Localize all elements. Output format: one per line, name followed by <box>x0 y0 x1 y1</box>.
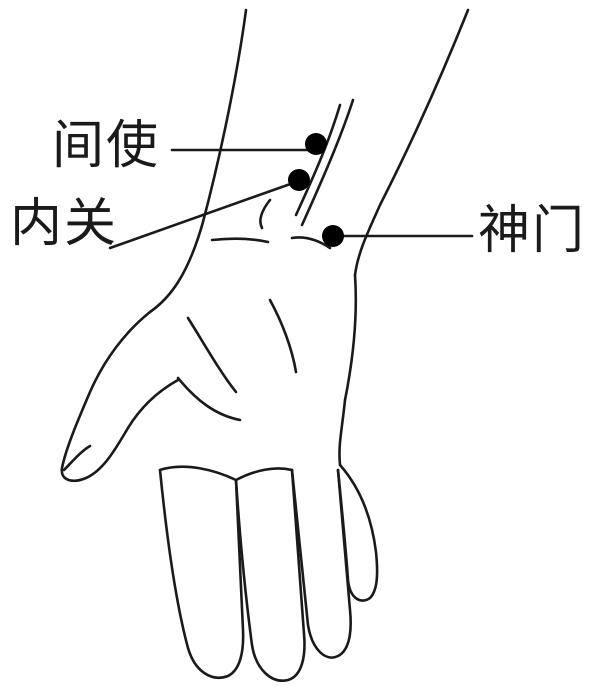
palm-right-edge <box>338 273 358 467</box>
palm-line <box>186 316 238 394</box>
shenmen-point <box>322 225 344 247</box>
shenmen-label: 神门 <box>478 201 587 261</box>
wrist-crease-2 <box>259 198 272 230</box>
finger-index <box>158 468 245 679</box>
forearm-right-outline <box>353 8 470 277</box>
wrist-crease <box>210 237 270 244</box>
neiguan-leader-line <box>108 180 298 250</box>
knuckle-line <box>158 465 238 482</box>
palm-line-3 <box>176 376 242 422</box>
thumb-outline <box>60 310 152 482</box>
thumb-nail <box>62 444 92 472</box>
tendon-line <box>300 98 355 227</box>
wrist-crease-3 <box>290 236 332 250</box>
jianshi-label: 间使 <box>52 116 161 176</box>
palm-line-2 <box>268 298 298 374</box>
forearm-left-outline <box>148 8 248 314</box>
jianshi-point <box>305 133 327 155</box>
finger-little <box>336 463 379 602</box>
tendon-line-2 <box>294 103 342 217</box>
finger-middle <box>234 468 306 682</box>
neiguan-label: 内关 <box>10 194 119 254</box>
neiguan-point <box>288 169 310 191</box>
knuckle-line-2 <box>234 467 294 482</box>
thumb-inner <box>126 378 180 430</box>
